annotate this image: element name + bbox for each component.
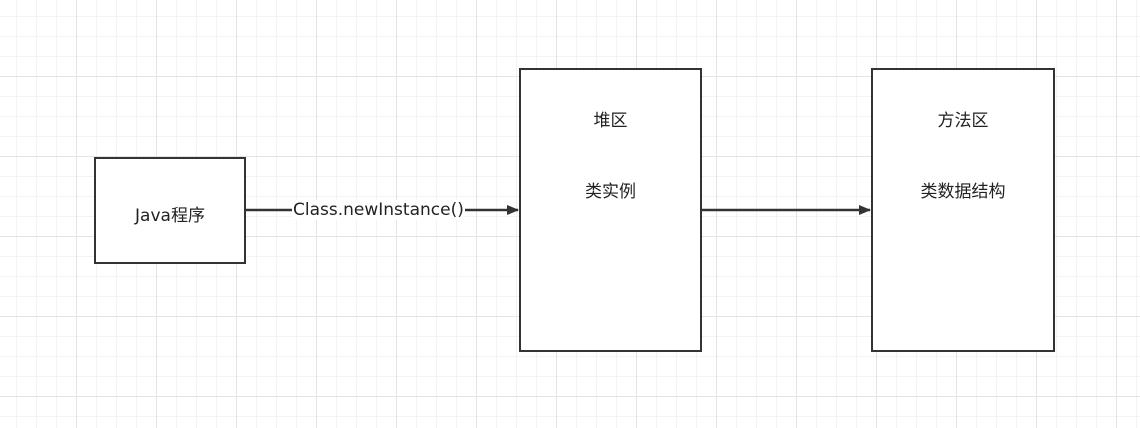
node-heap-title: 堆区 [593,111,628,131]
node-java-program[interactable]: Java程序 [94,157,246,264]
node-heap-subtitle: 类实例 [585,182,636,202]
node-method-area-title: 方法区 [937,111,989,131]
node-java-program-label: Java程序 [135,206,205,226]
node-heap[interactable]: 堆区 类实例 [519,68,702,352]
edge-java-to-heap-label: Class.newInstance() [292,200,465,220]
node-method-area[interactable]: 方法区 类数据结构 [871,68,1055,352]
node-method-area-subtitle: 类数据结构 [920,182,1006,202]
